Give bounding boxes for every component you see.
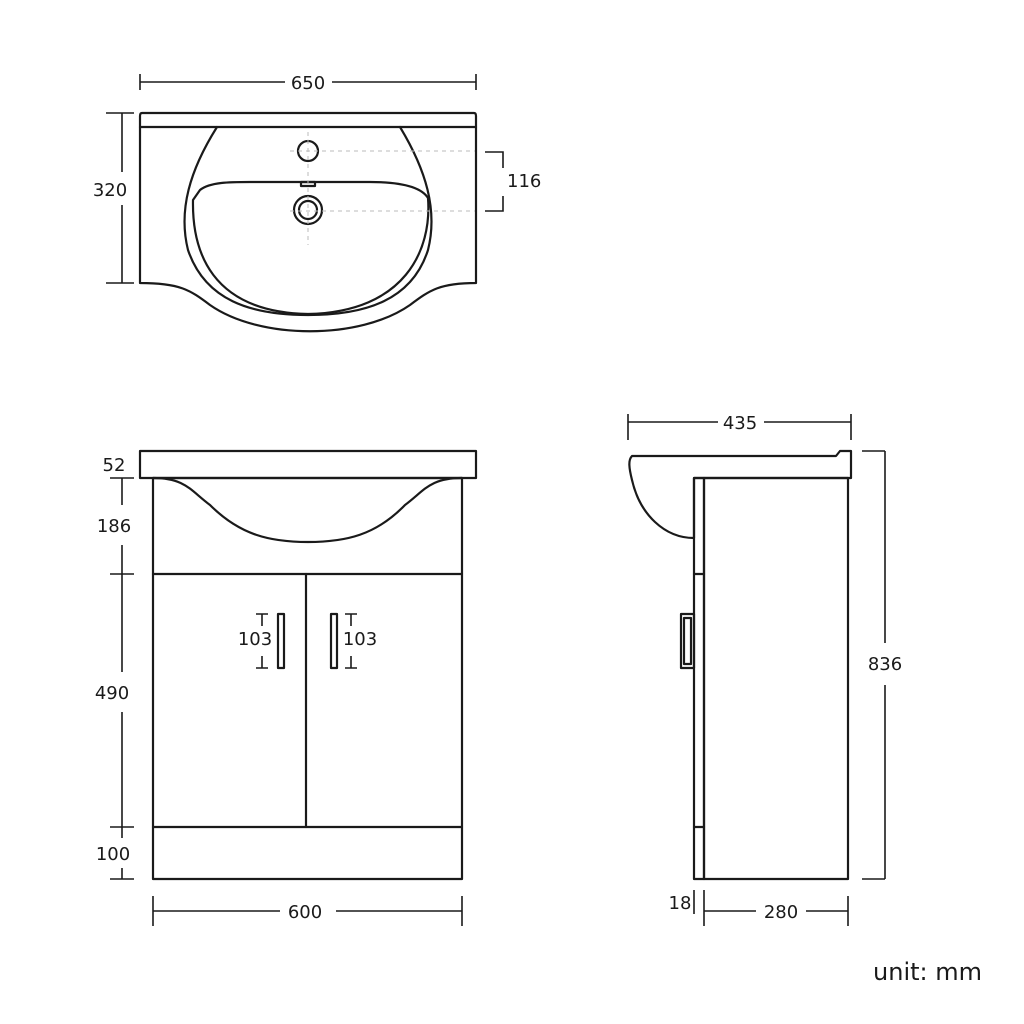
dim-height-side <box>862 450 886 880</box>
cabinet-side <box>702 476 850 881</box>
label-280: 280 <box>764 902 798 923</box>
label-320: 320 <box>93 180 127 201</box>
bowl-front <box>151 476 464 544</box>
handle-right <box>329 612 339 670</box>
label-836: 836 <box>868 654 902 675</box>
label-490: 490 <box>95 683 129 704</box>
label-103-right: 103 <box>343 629 377 650</box>
label-100: 100 <box>96 844 130 865</box>
dim-depth-side <box>627 414 852 440</box>
label-116: 116 <box>507 171 541 192</box>
basin-top <box>138 449 478 480</box>
unit-label: unit: mm <box>873 958 982 986</box>
dim-tap-waste <box>485 151 504 212</box>
handle-left <box>276 612 286 670</box>
bowl-inner <box>191 180 430 316</box>
label-52: 52 <box>103 455 126 476</box>
label-186: 186 <box>97 516 131 537</box>
dim-handle-right <box>345 613 357 669</box>
dim-depth-top <box>106 112 134 284</box>
dim-handle-left <box>256 613 268 669</box>
waste-inner <box>297 199 319 221</box>
label-435: 435 <box>723 413 757 434</box>
cabinet-body <box>151 476 464 881</box>
handle-side-inner <box>682 616 693 666</box>
label-18: 18 <box>669 893 692 914</box>
top-view: 650 320 116 <box>93 73 541 333</box>
label-103-left: 103 <box>238 629 272 650</box>
basin-outline-top <box>138 111 478 333</box>
door-edge <box>692 476 706 881</box>
dim-heights-front <box>110 477 134 880</box>
front-view: 103 103 52 186 490 100 600 <box>95 449 478 926</box>
dim-width-front <box>152 896 463 926</box>
label-600: 600 <box>288 902 322 923</box>
side-view: 435 836 18 280 <box>627 413 902 926</box>
dim-width-top <box>139 74 477 90</box>
label-650: 650 <box>291 73 325 94</box>
handle-side <box>679 612 696 670</box>
dim-depths-bottom <box>693 890 849 926</box>
basin-side <box>628 449 853 540</box>
